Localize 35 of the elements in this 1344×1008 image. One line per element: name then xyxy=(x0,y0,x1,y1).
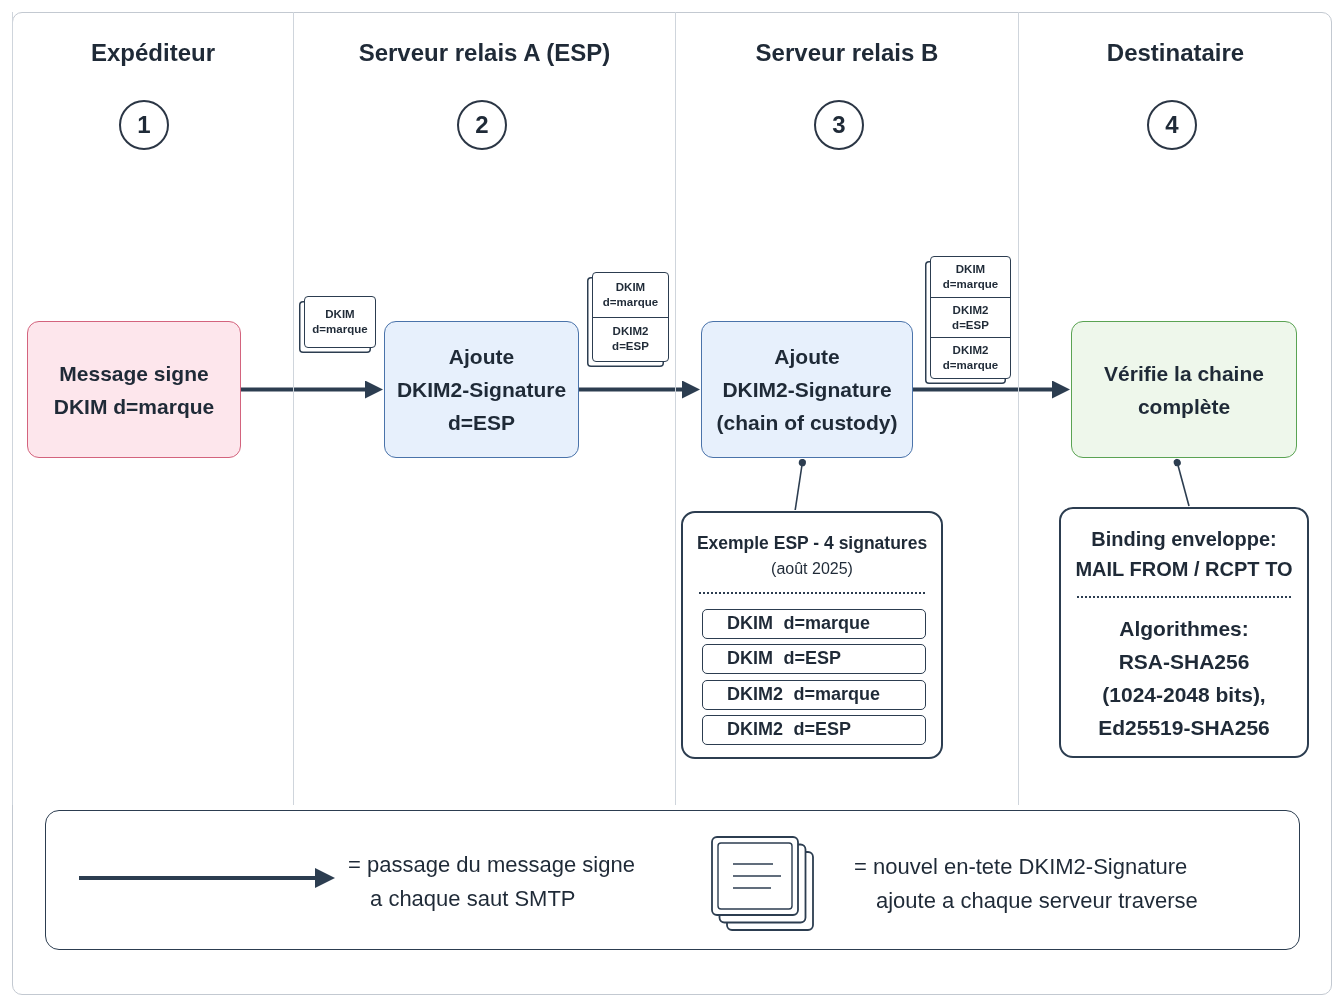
lane-heading: Destinataire xyxy=(1106,38,1245,68)
flow-arrow xyxy=(913,380,1070,399)
note-text: (août 2025) xyxy=(770,559,854,579)
box-label: Vérifie la chaine complète xyxy=(1103,360,1265,420)
signature-row: DKIM d=marque xyxy=(702,609,926,639)
signature-label: DKIM d=marque xyxy=(601,279,660,310)
signature-label: DKIM2 d=ESP xyxy=(611,324,650,355)
legend-text: = passage du message signe a chaque saut SMTP xyxy=(348,851,636,913)
note-heading: Binding enveloppe: MAIL FROM / RCPT TO xyxy=(1074,527,1294,582)
flow-arrow xyxy=(241,380,383,399)
signature-row: DKIM2 d=ESP xyxy=(702,715,926,745)
process-box xyxy=(701,321,913,458)
process-box xyxy=(27,321,241,458)
process-box xyxy=(1071,321,1297,458)
note-heading: Exemple ESP - 4 signatures xyxy=(695,532,929,555)
box-label: Ajoute DKIM2-Signature (chain of custody) xyxy=(715,344,899,436)
leader-line xyxy=(794,458,806,511)
note-text: Algorithmes: RSA-SHA256 (1024-2048 bits), Ed25519-SHA256 xyxy=(1097,616,1271,741)
signature-label: DKIM d=marque xyxy=(312,307,368,337)
box-label: Message signe DKIM d=marque xyxy=(52,360,216,420)
lane-heading: Expéditeur xyxy=(91,38,215,68)
signature-row: DKIM d=ESP xyxy=(702,644,926,674)
note-box xyxy=(1059,507,1309,758)
box-label: Ajoute DKIM2-Signature d=ESP xyxy=(395,344,568,436)
flow-arrow xyxy=(579,380,700,399)
note-box xyxy=(681,511,943,759)
signature-label: DKIM2 d=marque xyxy=(941,343,1000,374)
process-box xyxy=(384,321,579,458)
lane-heading: Serveur relais A (ESP) xyxy=(358,38,611,68)
signature-label: DKIM2 d=ESP xyxy=(951,302,990,333)
signature-row: DKIM2 d=marque xyxy=(702,680,926,710)
signature-label: DKIM d=marque xyxy=(941,261,1000,292)
legend-text: = nouvel en-tete DKIM2-Signature ajoute a chaque serveur traverse xyxy=(854,853,1199,915)
lane-heading: Serveur relais B xyxy=(755,38,939,68)
leader-line xyxy=(1173,458,1190,507)
